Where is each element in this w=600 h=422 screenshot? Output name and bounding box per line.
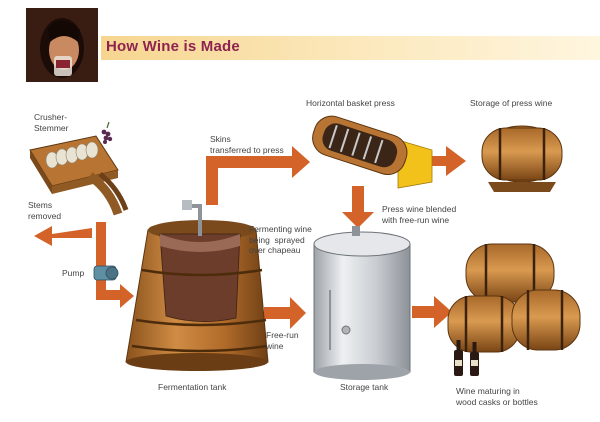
arrow-to-maturing bbox=[412, 296, 452, 328]
fermentation-tank bbox=[126, 200, 268, 371]
arrow-press-to-storage bbox=[432, 146, 466, 176]
label-pump: Pump bbox=[62, 268, 84, 279]
label-wine-maturing: Wine maturing in wood casks or bottles bbox=[456, 386, 538, 407]
arrow-freerun bbox=[264, 297, 306, 329]
label-fermenting-wine: Fermenting wine being sprayed over chape… bbox=[249, 224, 312, 256]
label-storage-tank: Storage tank bbox=[340, 382, 388, 393]
pump bbox=[94, 266, 118, 280]
arrow-press-down bbox=[342, 186, 374, 228]
storage-tank bbox=[314, 226, 410, 380]
horizontal-basket-press bbox=[308, 111, 432, 188]
label-horizontal-press: Horizontal basket press bbox=[306, 98, 395, 109]
label-free-run-wine: Free-run wine bbox=[266, 330, 299, 351]
arrow-stems-removed bbox=[34, 226, 92, 246]
label-stems-removed: Stems removed bbox=[28, 200, 61, 221]
label-press-wine-blended: Press wine blended with free-run wine bbox=[382, 204, 456, 225]
label-crusher-stemmer: Crusher- Stemmer bbox=[34, 112, 68, 133]
label-fermentation-tank: Fermentation tank bbox=[158, 382, 227, 393]
label-skins-transferred: Skins transferred to press bbox=[210, 134, 284, 155]
press-wine-barrel bbox=[482, 126, 562, 192]
label-storage-press-wine: Storage of press wine bbox=[470, 98, 552, 109]
maturing-barrels bbox=[448, 244, 580, 376]
